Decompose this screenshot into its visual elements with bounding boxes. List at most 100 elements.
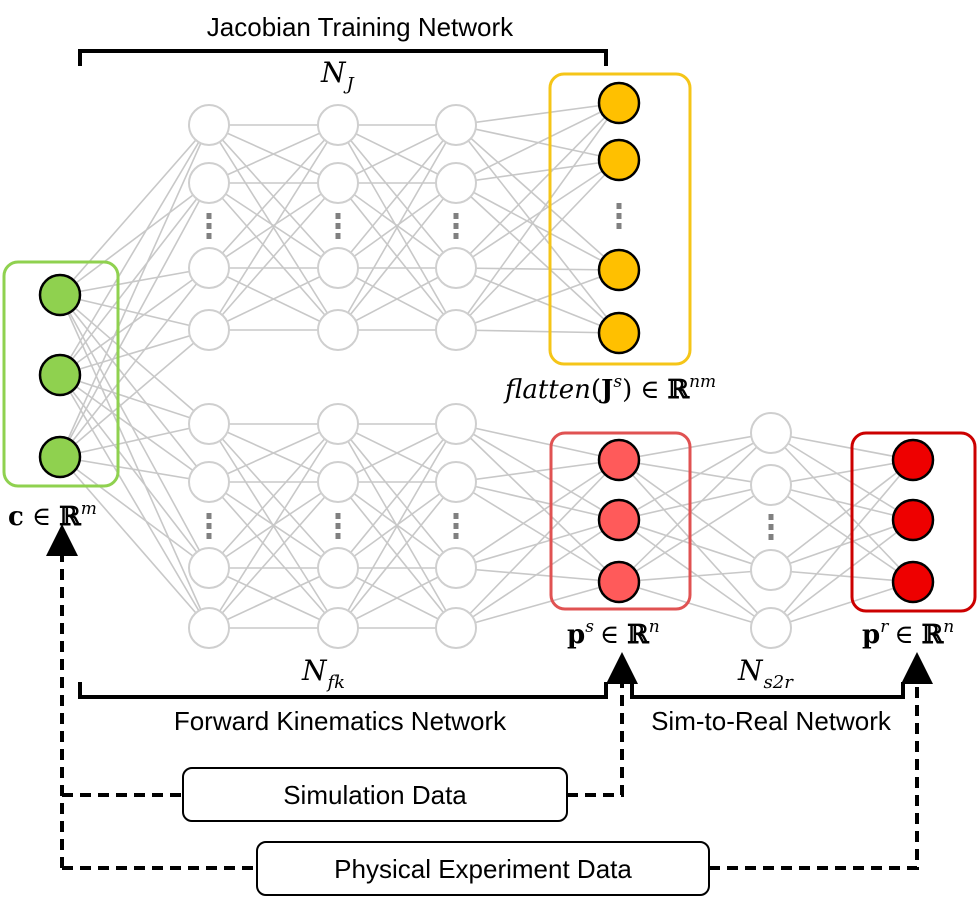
edge-input-fh1 <box>59 294 210 483</box>
edge-jh3-jout <box>455 102 620 331</box>
ellipsis-dot <box>335 223 341 229</box>
edge-fh3-ps <box>455 423 620 461</box>
jacobian-output-node <box>597 81 641 125</box>
edge-jh2-jh3 <box>337 124 457 269</box>
edge-input-jh1 <box>59 182 210 296</box>
edge-sh-pr <box>770 484 914 521</box>
edge-jh3-jout <box>455 102 620 184</box>
fk-hidden2-node <box>317 547 359 589</box>
edge-fh2-fh3 <box>337 423 457 629</box>
edge-jh2-jh3 <box>337 124 457 184</box>
ns2r-label: Ns2r <box>737 654 794 693</box>
input-label: c∈ℝm <box>8 499 97 532</box>
simulation-data-label: Simulation Data <box>283 780 467 810</box>
ellipsis-dot <box>768 534 774 540</box>
edge-input-jh1 <box>59 124 210 458</box>
nj-label: NJ <box>320 56 356 95</box>
s2r-hidden-node <box>750 549 792 591</box>
fk-network-title: Forward Kinematics Network <box>174 706 507 736</box>
edge-input-fh1 <box>59 374 210 569</box>
ellipsis-dot <box>206 233 212 239</box>
network-nodes <box>38 81 935 649</box>
edge-jh1-jh2 <box>208 124 339 184</box>
edge-ps-sh <box>618 432 772 583</box>
ellipsis-dot <box>453 213 459 219</box>
edge-fh3-ps <box>455 519 620 629</box>
flatten-label: flatten(Js)∈ℝnm <box>503 372 716 405</box>
edge-sh-pr <box>770 519 914 629</box>
jacobian-network-title: Jacobian Training Network <box>207 12 514 42</box>
edge-fh3-ps <box>455 481 620 521</box>
edge-jh3-jout <box>455 102 620 126</box>
ellipsis-dot <box>768 514 774 520</box>
edge-fh2-fh3 <box>337 481 457 629</box>
real-position-node <box>891 498 935 542</box>
physical-data-label: Physical Experiment Data <box>334 854 632 884</box>
fk-hidden2-node <box>317 607 359 649</box>
edge-input-fh1 <box>59 294 210 425</box>
jacobian-output-node <box>597 248 641 292</box>
s2r-network-title: Sim-to-Real Network <box>651 706 892 736</box>
edge-fh3-ps <box>455 459 620 483</box>
edge-sh-pr <box>770 484 914 583</box>
edge-input-jh1 <box>59 329 210 376</box>
fk-hidden1-node <box>188 547 230 589</box>
edge-fh1-fh2 <box>208 423 339 569</box>
edge-input-fh1 <box>59 456 210 629</box>
edge-input-jh1 <box>59 182 210 376</box>
edge-jh1-jh2 <box>208 124 339 269</box>
edge-jh3-jout <box>455 124 620 271</box>
edge-ps-sh <box>618 484 772 583</box>
edge-jh3-jout <box>455 182 620 334</box>
jacobian-hidden1-node <box>188 162 230 204</box>
edge-jh3-jout <box>455 159 620 184</box>
edge-sh-pr <box>770 432 914 583</box>
edge-jh3-jout <box>455 269 620 331</box>
edge-input-jh1 <box>59 124 210 296</box>
fk-hidden3-node <box>435 461 477 503</box>
edge-input-fh1 <box>59 294 210 629</box>
s2r-hidden-node <box>750 464 792 506</box>
fk-hidden2-node <box>317 403 359 445</box>
fk-hidden3-node <box>435 607 477 649</box>
fk-hidden1-node <box>188 403 230 445</box>
edge-fh1-fh2 <box>208 423 339 483</box>
jacobian-hidden3-node <box>435 162 477 204</box>
fk-hidden2-node <box>317 461 359 503</box>
edge-fh3-ps <box>455 581 620 629</box>
edge-jh3-jout <box>455 159 620 331</box>
fk-bracket <box>78 682 608 699</box>
real-position-node <box>891 560 935 604</box>
edge-input-jh1 <box>59 267 210 296</box>
nfk-label: Nfk <box>301 654 345 693</box>
jacobian-bracket <box>78 49 608 66</box>
ellipsis-dot <box>616 223 622 229</box>
ellipsis-dot <box>335 533 341 539</box>
ellipsis-dots <box>206 203 774 540</box>
edge-jh2-jh3 <box>337 182 457 331</box>
edge-fh3-ps <box>455 567 620 583</box>
ellipsis-dot <box>453 223 459 229</box>
sim-position-node <box>597 498 641 542</box>
jacobian-hidden2-node <box>317 104 359 146</box>
edge-jh3-jout <box>455 124 620 334</box>
data-flow-arrows <box>46 524 933 870</box>
jacobian-hidden3-node <box>435 247 477 289</box>
input-node <box>38 353 82 397</box>
real-position-node <box>891 438 935 482</box>
fk-hidden3-node <box>435 547 477 589</box>
edge-input-jh1 <box>59 182 210 458</box>
edge-input-fh1 <box>59 294 210 569</box>
edge-input-jh1 <box>59 267 210 458</box>
jacobian-hidden1-node <box>188 104 230 146</box>
ellipsis-dot <box>453 513 459 519</box>
s2r-bracket <box>630 682 905 699</box>
edge-sh-pr <box>770 459 914 629</box>
ellipsis-dot <box>335 233 341 239</box>
jacobian-hidden1-node <box>188 309 230 351</box>
edge-jh1-jh2 <box>208 267 339 331</box>
edge-input-fh1 <box>59 423 210 458</box>
ellipsis-dot <box>335 213 341 219</box>
jacobian-output-box <box>548 72 692 366</box>
edge-fh2-fh3 <box>337 423 457 483</box>
